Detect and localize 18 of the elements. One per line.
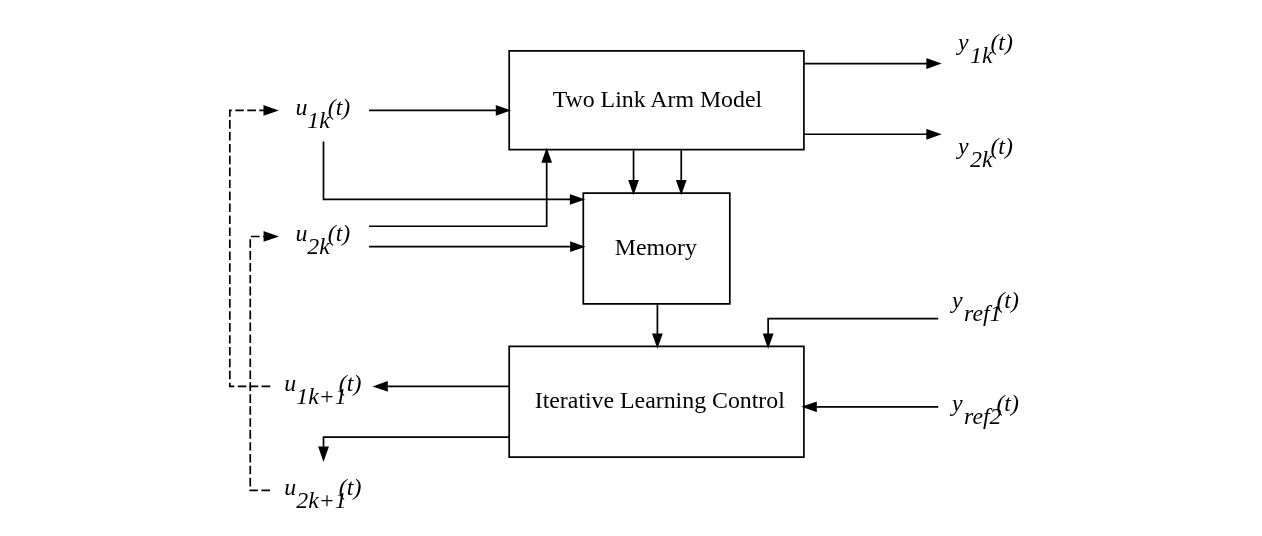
node-box: Two Link Arm Model <box>508 49 805 151</box>
arrow <box>228 105 279 388</box>
node-box: Memory <box>582 192 731 305</box>
arrow <box>368 147 553 228</box>
arrow <box>803 128 942 140</box>
arrow <box>318 436 510 462</box>
node-box: Iterative Learning Control <box>508 345 805 458</box>
arrow <box>249 231 279 492</box>
arrow <box>652 303 663 349</box>
arrow <box>628 149 639 196</box>
arrow <box>801 401 940 413</box>
arrow <box>322 140 586 205</box>
arrow <box>762 317 940 349</box>
arrow <box>368 105 512 116</box>
arrow <box>675 149 687 196</box>
arrow <box>803 58 942 69</box>
arrow <box>368 241 586 253</box>
arrow <box>372 381 510 392</box>
